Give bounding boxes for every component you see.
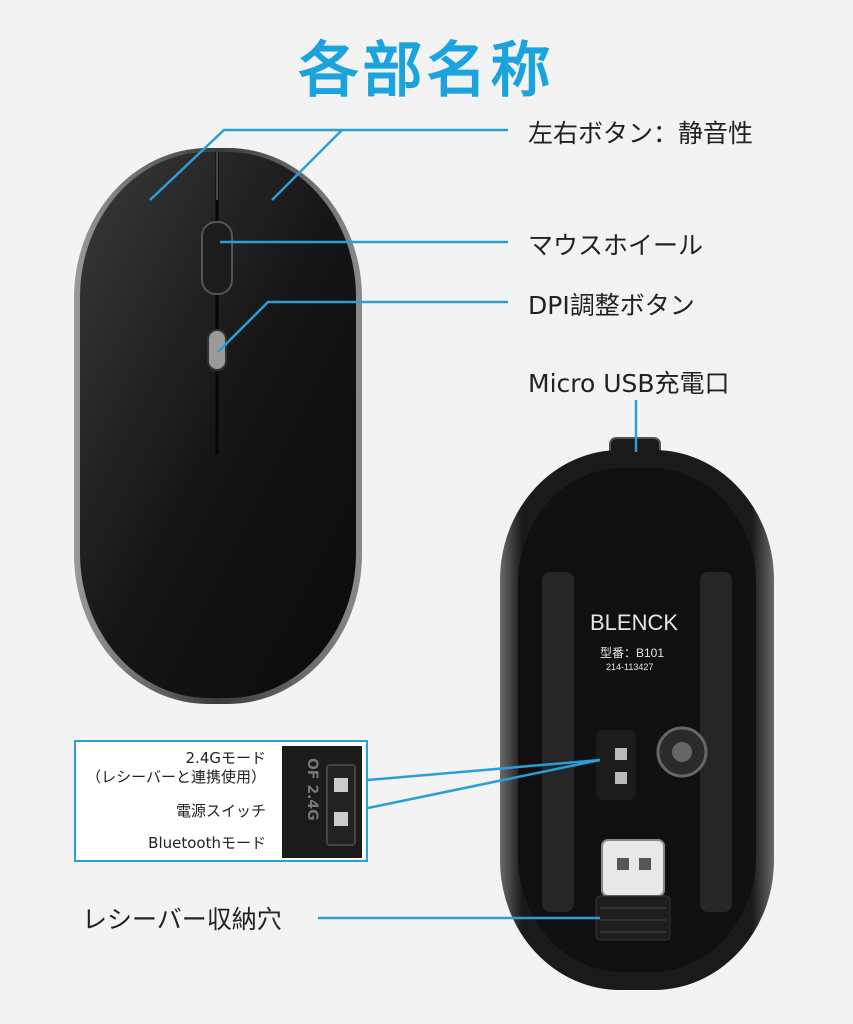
switch-closeup: OF 2.4G: [282, 746, 362, 858]
switch-markings: OF 2.4G: [304, 758, 320, 821]
label-power-switch: 電源スイッチ: [175, 802, 266, 820]
dpi-button: [207, 329, 227, 371]
label-left-right-buttons: 左右ボタン：静音性: [528, 119, 754, 148]
brand-name: BLENCK: [590, 610, 679, 635]
model-number: 型番：B101: [600, 646, 665, 660]
mouse-top-view: [74, 148, 362, 704]
usb-receiver: [601, 839, 665, 897]
label-usb-port: Micro USB充電口: [528, 369, 730, 398]
page-title: 各部名称: [298, 36, 555, 106]
label-bluetooth-mode: Bluetoothモード: [148, 834, 266, 852]
label-mouse-wheel: マウスホイール: [528, 231, 704, 260]
power-switch-slider: [326, 764, 356, 846]
label-receiver-slot: レシーバー収納穴: [82, 905, 282, 934]
scroll-wheel: [201, 221, 233, 295]
label-dpi-button: DPI調整ボタン: [528, 291, 695, 320]
label-24g-mode: 2.4Gモード: [185, 749, 266, 767]
mouse-bottom-view: [500, 437, 774, 990]
label-24g-note: （レシーバーと連携使用）: [86, 768, 266, 786]
leader-lines: [149, 128, 638, 920]
switch-detail-panel: OF 2.4G: [74, 740, 368, 862]
certification-number: 214-113427: [606, 662, 654, 672]
